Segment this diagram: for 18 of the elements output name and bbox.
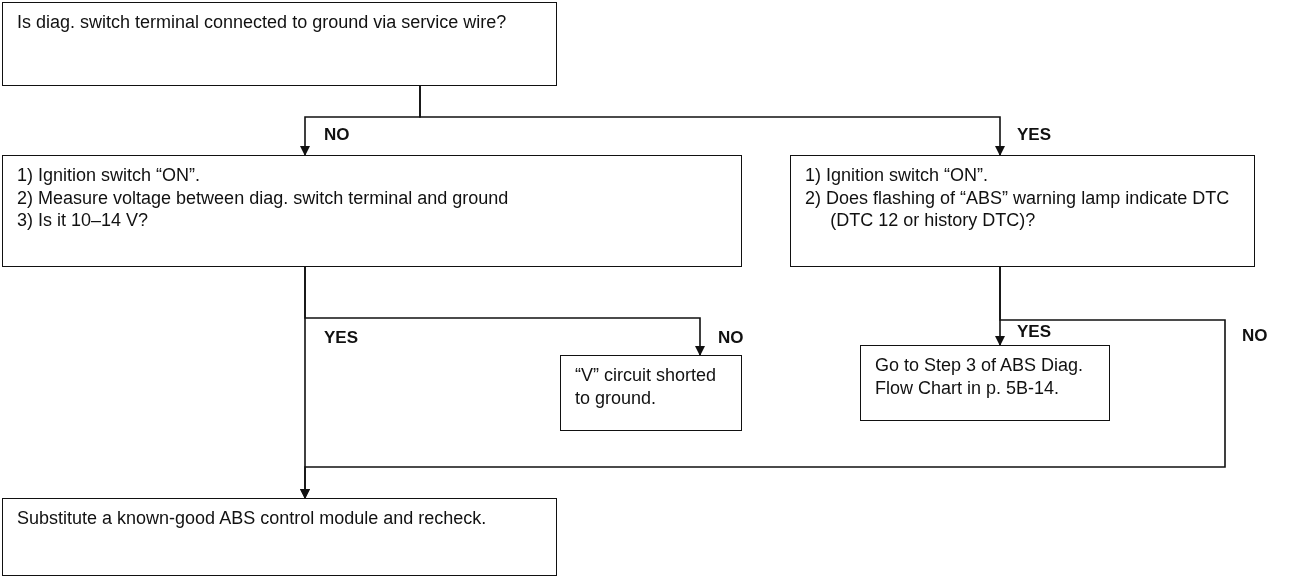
box-text: 2) Does flashing of “ABS” warning lamp indicate DTC (DTC 12 or history DTC)? [805, 186, 1231, 232]
process-box [790, 155, 1255, 267]
box-text: Is diag. switch terminal connected to ground via service wire? [17, 11, 508, 34]
box-text: 1) Ignition switch “ON”. [17, 164, 202, 187]
box-text: Substitute a known-good ABS control module and recheck. [17, 507, 488, 530]
connector-arrow [419, 85, 1005, 156]
box-text: 2) Measure voltage between diag. switch terminal and ground [17, 186, 510, 209]
result-box [860, 345, 1110, 421]
box-text: 3) Is it 10–14 V? [17, 209, 150, 232]
process-box [2, 155, 742, 267]
connector-arrow [304, 266, 705, 356]
box-text: Go to Step 3 of ABS Diag. Flow Chart in p. 5B-14. [875, 354, 1085, 399]
decision-box [2, 2, 557, 86]
box-text: “V” circuit shorted to ground. [575, 364, 718, 409]
result-box [560, 355, 742, 431]
result-box [2, 498, 557, 576]
box-text: 1) Ignition switch “ON”. [805, 164, 990, 187]
connector-arrow [300, 266, 1226, 499]
